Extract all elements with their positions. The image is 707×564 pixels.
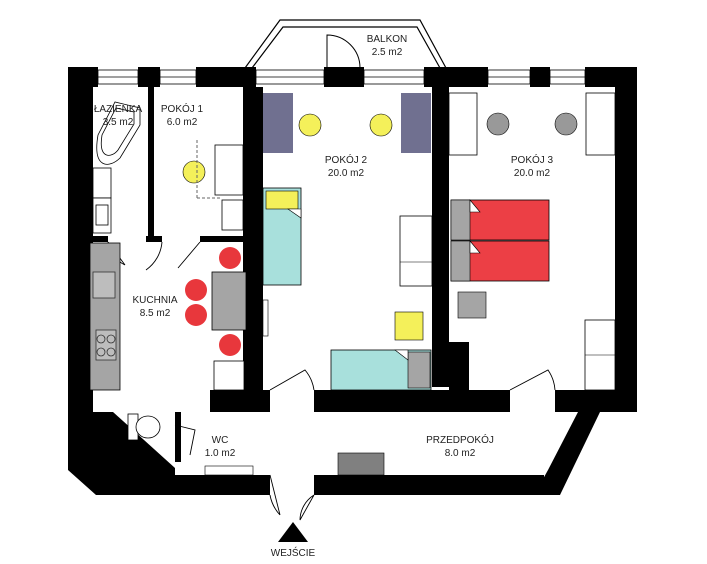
room-area: 20.0 m2: [328, 168, 365, 179]
room3-furniture: [448, 92, 616, 391]
room-name: ŁAZIENKA: [94, 104, 143, 115]
balcony: [244, 19, 447, 69]
floor-area: [78, 76, 628, 488]
room-area: 8.0 m2: [445, 448, 476, 459]
bathroom-fixtures: [92, 101, 141, 234]
room-name: POKÓJ 3: [511, 153, 554, 166]
room-labels: ŁAZIENKA 3.5 m2 POKÓJ 1 6.0 m2 POKÓJ 2 2…: [94, 34, 554, 459]
room-area: 8.5 m2: [140, 308, 171, 319]
wc-toilet: [127, 413, 161, 441]
room-name: POKÓJ 1: [161, 102, 204, 115]
room-name: POKÓJ 2: [325, 153, 368, 166]
room-name: KUCHNIA: [132, 295, 177, 306]
room-area: 1.0 m2: [205, 448, 236, 459]
room-area: 2.5 m2: [372, 47, 403, 58]
room1-furniture: [182, 140, 244, 231]
windows: [97, 69, 586, 85]
room-name: WC: [212, 435, 229, 446]
kitchen-counter: [89, 242, 121, 391]
room-name: PRZEDPOKÓJ: [426, 433, 494, 446]
entrance-label: WEJŚCIE: [271, 546, 316, 559]
room2-furniture: [262, 93, 433, 391]
outer-walls: [68, 67, 637, 495]
interior-walls: [88, 87, 510, 462]
room-name: BALKON: [367, 34, 408, 45]
room-area: 6.0 m2: [167, 117, 198, 128]
room-area: 3.5 m2: [103, 117, 134, 128]
hall-cabinet: [337, 452, 385, 476]
entrance-arrow-icon: [278, 522, 308, 542]
doors: [107, 241, 556, 521]
hall-shelf: [204, 465, 254, 476]
room-area: 20.0 m2: [514, 168, 551, 179]
kitchen-dining: [185, 247, 247, 391]
